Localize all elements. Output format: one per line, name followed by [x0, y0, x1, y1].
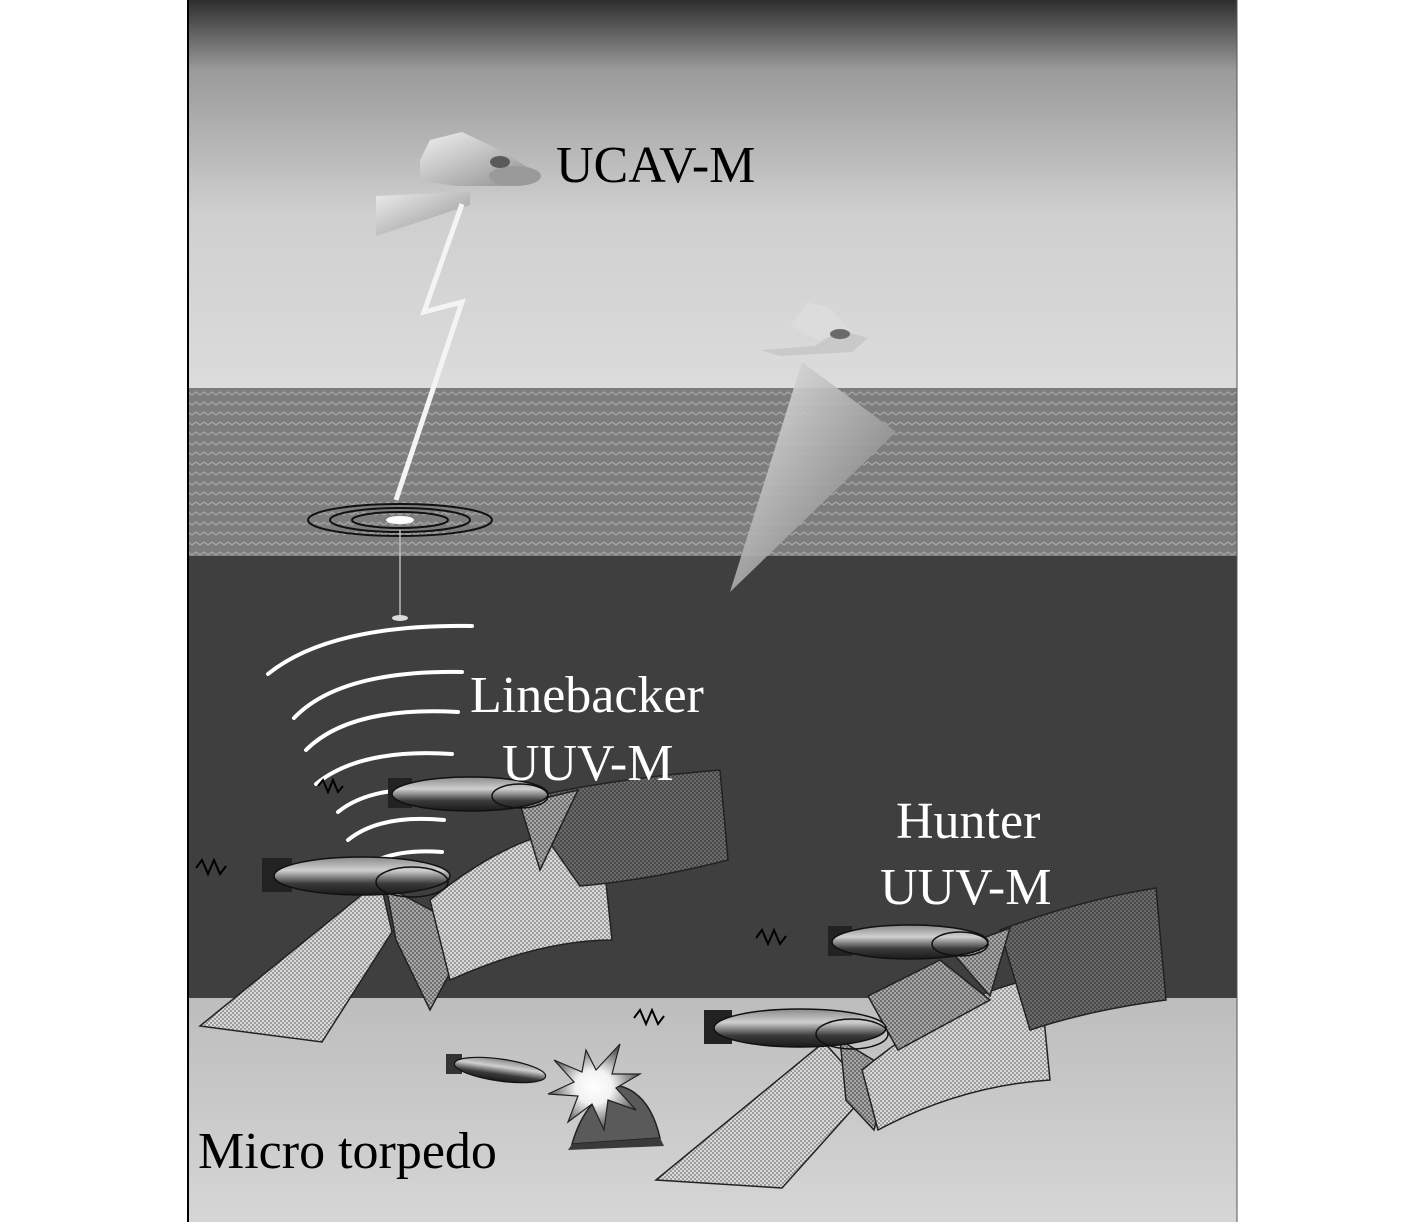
- micro-torpedo-label: Micro torpedo: [198, 1123, 497, 1180]
- linebacker-label-line1: Linebacker: [470, 667, 704, 724]
- hunter-label-line1: Hunter: [896, 793, 1040, 850]
- sky-band: [188, 0, 1237, 388]
- hydrophone-icon: [392, 615, 408, 621]
- linebacker-label-line2: UUV-M: [502, 735, 673, 792]
- ucav-label: UCAV-M: [556, 137, 755, 194]
- hunter-label-line2: UUV-M: [880, 859, 1051, 916]
- sea-surface-band: [188, 388, 1237, 556]
